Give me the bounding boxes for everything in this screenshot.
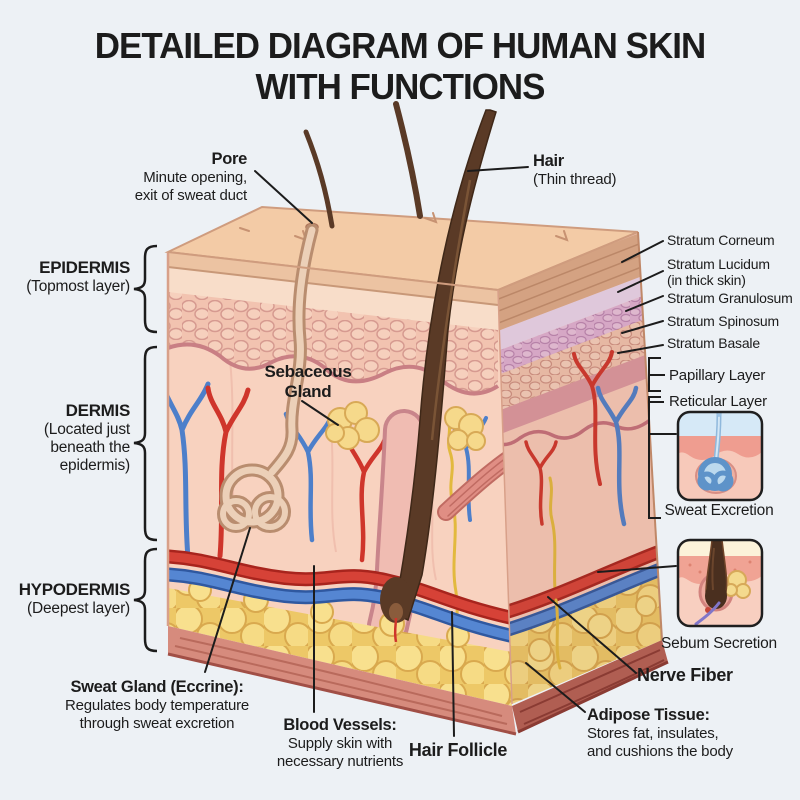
skin-block <box>164 101 669 736</box>
sweat-excretion-caption: Sweat Excretion <box>664 502 774 519</box>
stratum-granulosum-label: Stratum Granulosum <box>667 290 793 306</box>
hair-bulb <box>380 577 412 623</box>
epidermis-label: EPIDERMIS (Topmost layer) <box>26 258 130 295</box>
stratum-spinosum-label: Stratum Spinosum <box>667 313 779 329</box>
muscle-layer <box>167 626 669 736</box>
dermis-label: DERMIS (Located just beneath the epiderm… <box>43 401 130 474</box>
hypodermis-label: HYPODERMIS (Deepest layer) <box>18 580 131 617</box>
leader-lines <box>204 166 677 737</box>
sebaceous-gland <box>325 401 486 451</box>
papillary-layer-label: Papillary Layer <box>669 367 766 384</box>
hair-follicle-label: Hair Follicle <box>408 740 508 760</box>
stratum-basale-label: Stratum Basale <box>667 335 760 351</box>
stratum-basale-band <box>498 354 648 438</box>
title-line-1: DETAILED DIAGRAM OF HUMAN SKIN <box>94 25 706 66</box>
hair-strands <box>303 101 497 643</box>
epidermis-brace <box>133 244 158 334</box>
blood-vessels-label: Blood Vessels: Supply skin with necessar… <box>276 716 404 770</box>
blood-vessel-plexus <box>168 549 512 643</box>
stratum-lucidum-label: Stratum Lucidum (in thick skin) <box>667 256 770 289</box>
papillary-bracket <box>648 357 665 392</box>
title-line-2: WITH FUNCTIONS <box>255 65 545 107</box>
hair-label: Hair (Thin thread) <box>533 152 617 189</box>
sebum-secretion-inset <box>676 538 764 628</box>
stratum-lucidum-band <box>498 274 648 354</box>
right-face-vessels <box>524 350 639 604</box>
adipose-tissue-label: Adipose Tissue: Stores fat, insulates, a… <box>587 706 733 760</box>
dermis-sublayer-brackets <box>648 357 665 519</box>
stratum-corneum-label: Stratum Corneum <box>667 232 775 248</box>
dermis-brace <box>133 345 158 542</box>
right-face-plexus <box>498 543 662 639</box>
sweat-gland-label: Sweat Gland (Eccrine): Regulates body te… <box>64 678 250 732</box>
sweat-excretion-inset <box>676 410 764 502</box>
sebaceous-gland-label: Sebaceous Gland <box>264 362 352 401</box>
nerve-fiber-label: Nerve Fiber <box>637 665 733 685</box>
pore-label: Pore Minute opening, exit of sweat duct <box>134 150 248 204</box>
stratum-spinosum-band <box>498 318 648 414</box>
sebum-secretion-caption: Sebum Secretion <box>661 635 777 652</box>
reticular-bracket <box>648 396 664 519</box>
stratum-granulosum-band <box>498 294 648 378</box>
reticular-layer-label: Reticular Layer <box>669 393 767 410</box>
hypodermis-brace <box>133 547 158 653</box>
skin-right-face <box>498 232 662 704</box>
page-title: DETAILED DIAGRAM OF HUMAN SKIN WITH FUNC… <box>12 25 788 107</box>
layer-braces <box>133 244 158 653</box>
sweat-gland-eccrine <box>217 223 319 533</box>
arrector-pili-muscle <box>437 435 512 521</box>
